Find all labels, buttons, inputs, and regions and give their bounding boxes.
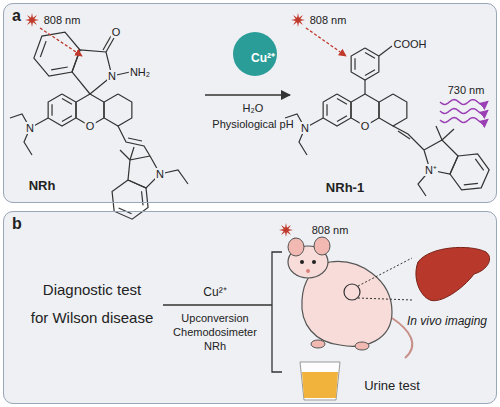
laser-beam	[40, 28, 82, 56]
emission-waves	[440, 100, 488, 123]
wavelength-label: 808 nm	[44, 14, 81, 26]
reaction-arrow	[205, 94, 290, 96]
wavelength-label: 730 nm	[448, 84, 485, 96]
leader-line	[358, 258, 412, 300]
wavelength-label: 808 nm	[310, 14, 347, 26]
laser-beam	[306, 28, 346, 56]
panel-letter: a	[12, 7, 21, 25]
test-title: Diagnostic test	[43, 282, 141, 299]
mouse	[288, 237, 412, 358]
bracket	[268, 252, 282, 372]
copper-ion-circle: Cu²⁺	[233, 32, 277, 76]
ion-label: Cu²⁺	[251, 49, 275, 66]
atom-label: N	[155, 168, 165, 180]
atom-label: O	[111, 26, 122, 38]
compound-name: NRh-1	[326, 181, 364, 195]
panel-ground	[3, 211, 497, 404]
output-label: Urine test	[364, 379, 420, 393]
panel-letter: b	[12, 215, 22, 233]
laser-stars	[25, 13, 305, 237]
atom-label: N	[25, 122, 35, 134]
group-label: COOH	[393, 38, 428, 50]
output-label: In vivo imaging	[407, 315, 487, 328]
wavelength-label: 808 nm	[312, 224, 349, 236]
test-title: for Wilson disease	[31, 310, 154, 327]
condition-label: Physiological pH	[212, 118, 293, 130]
panel-box: b	[3, 211, 497, 404]
reagent-label: Cu²⁺	[203, 286, 226, 299]
reaction-line	[163, 304, 268, 305]
atom-label: O	[360, 120, 371, 132]
atom-label: N	[300, 122, 310, 134]
atom-label: N	[107, 70, 117, 82]
atom-label: N⁺	[424, 164, 438, 176]
chemical-structures	[10, 32, 489, 219]
liver	[416, 247, 490, 300]
method-label: Chemodosimeter	[173, 326, 257, 338]
method-label: Upconversion	[181, 312, 248, 324]
compound-name: NRh	[204, 340, 226, 352]
panel-ground	[3, 3, 497, 203]
atom-label: O	[85, 120, 96, 132]
atom-label: NH₂	[129, 66, 151, 78]
condition-label: H₂O	[243, 102, 264, 114]
urine-glass	[300, 362, 340, 400]
compound-name: NRh	[29, 179, 56, 193]
